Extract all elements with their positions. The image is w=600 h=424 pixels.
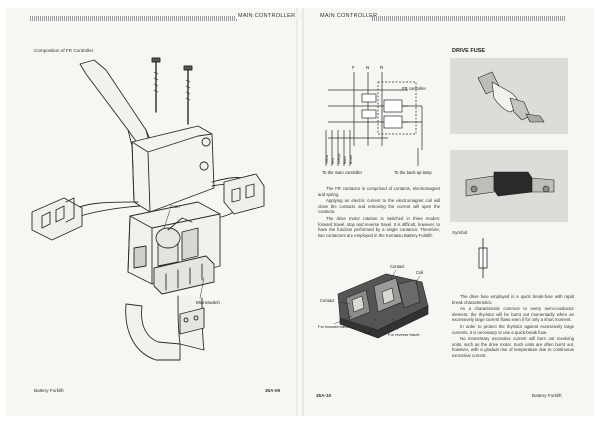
cam-label: Cam [170, 204, 180, 209]
paragraph: No momentary excessive current will burn… [452, 336, 574, 358]
drive-fuse-text: The drive fuse employed is a quick break… [452, 294, 574, 359]
right-header-rule [372, 16, 566, 21]
wire-label: Brown [349, 155, 353, 164]
fuse-symbol [478, 238, 488, 278]
book-gutter [296, 8, 304, 416]
paragraph: In order to protect the thyristor agains… [452, 323, 574, 335]
right-page-number: 35A-10 [316, 393, 332, 398]
photo-contact-left: Contact [320, 298, 335, 303]
fr-contactor-text: The FR contactor is comprised of contact… [318, 186, 440, 238]
diagram-r: R [380, 65, 384, 70]
diagram-to-backup-lamp: To the back-up lamp [394, 170, 432, 175]
diagram-n: N [366, 65, 369, 70]
right-footer-title: Battery Forklift [532, 393, 562, 398]
photo-coil-bottom: Coil [364, 330, 371, 335]
left-page-number: 35A-09 [265, 388, 281, 393]
left-header-rule [30, 16, 238, 21]
wiring-diagram: F N R FR controller Yellow Red Orange Bl… [322, 65, 432, 175]
drive-fuse-photo-1 [450, 58, 568, 134]
diagram-f: F [352, 65, 355, 70]
diagram-to-main-controller: To the main controller [322, 170, 363, 175]
wire-label: Yellow [325, 154, 329, 164]
drive-fuse-title: DRIVE FUSE [452, 48, 486, 54]
paragraph: The FR contactor is comprised of contact… [318, 186, 440, 197]
left-header-title: MAIN CONTROLLER [236, 13, 298, 19]
photo-contact-top: Contact [390, 264, 405, 269]
photo-coil-top: Coil [416, 270, 423, 275]
paragraph: As a characteristic common to every semi… [452, 306, 574, 323]
photo-for-forward-travel: For forward travel [318, 324, 349, 329]
wire-label: Orange [337, 153, 341, 164]
paragraph: The drive motor rotation is switched in … [318, 215, 440, 238]
symbol-label: Symbol [452, 230, 468, 235]
paragraph: The drive fuse employed is a quick break… [452, 294, 574, 305]
microswitch-label: Microswitch [196, 300, 220, 305]
wire-label: Black [343, 156, 347, 164]
fr-controller-illustration: Cam Microswitch [31, 57, 265, 361]
figure-caption: Composition of FR Controller [34, 48, 94, 53]
photo-for-reverse-travel: For reverse travel [388, 332, 419, 337]
diagram-fr-controller: FR controller [402, 86, 427, 91]
fr-contactor-photo: Contact Coil Contact Coil For forward tr… [316, 258, 442, 344]
paragraph: Applying an electric current to the elec… [318, 198, 440, 215]
left-footer-title: Battery Forklift [34, 388, 64, 393]
wire-label: Red [331, 158, 335, 164]
right-header-title: MAIN CONTROLLER [318, 13, 380, 19]
drive-fuse-photo-2 [450, 150, 568, 222]
